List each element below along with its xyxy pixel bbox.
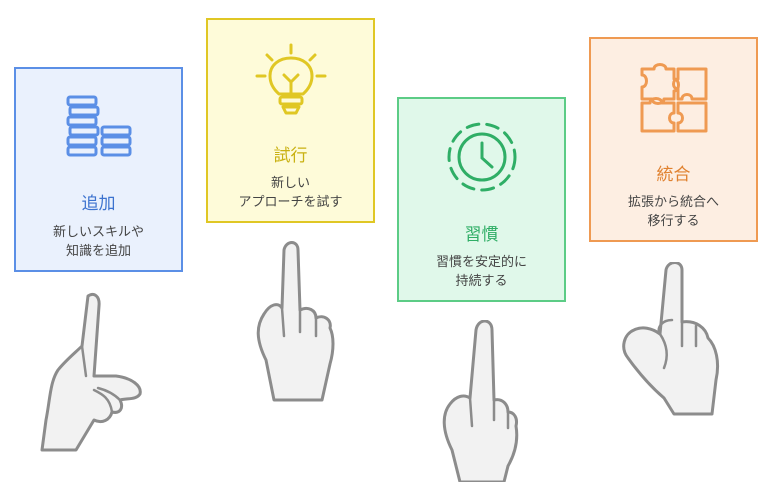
step-description: 拡張から統合へ 移行する xyxy=(627,195,719,229)
step-description: 新しいスキルや 知識を追加 xyxy=(52,225,144,259)
hand-one-finger-icon xyxy=(622,262,720,416)
stacked-coins-icon xyxy=(66,95,131,157)
hand-one-finger-icon xyxy=(256,241,335,402)
step-title: 試行 xyxy=(273,146,308,166)
puzzle-icon xyxy=(640,63,707,133)
step-card-try: 試行 新しい アプローチを試す xyxy=(206,18,375,223)
step-card-add: 追加 新しいスキルや 知識を追加 xyxy=(14,67,183,272)
step-card-habit: 習慣 習慣を安定的に 持続する xyxy=(397,97,566,302)
hand-one-finger-icon xyxy=(442,320,519,482)
clock-icon xyxy=(447,122,516,192)
step-title: 習慣 xyxy=(464,225,499,245)
lightbulb-icon xyxy=(255,43,326,115)
step-description: 新しい アプローチを試す xyxy=(238,176,343,210)
step-title: 統合 xyxy=(656,165,691,185)
hand-one-finger-icon xyxy=(40,292,142,452)
step-title: 追加 xyxy=(81,194,116,214)
step-card-integrate: 統合 拡張から統合へ 移行する xyxy=(589,37,758,242)
step-description: 習慣を安定的に 持続する xyxy=(435,255,527,289)
